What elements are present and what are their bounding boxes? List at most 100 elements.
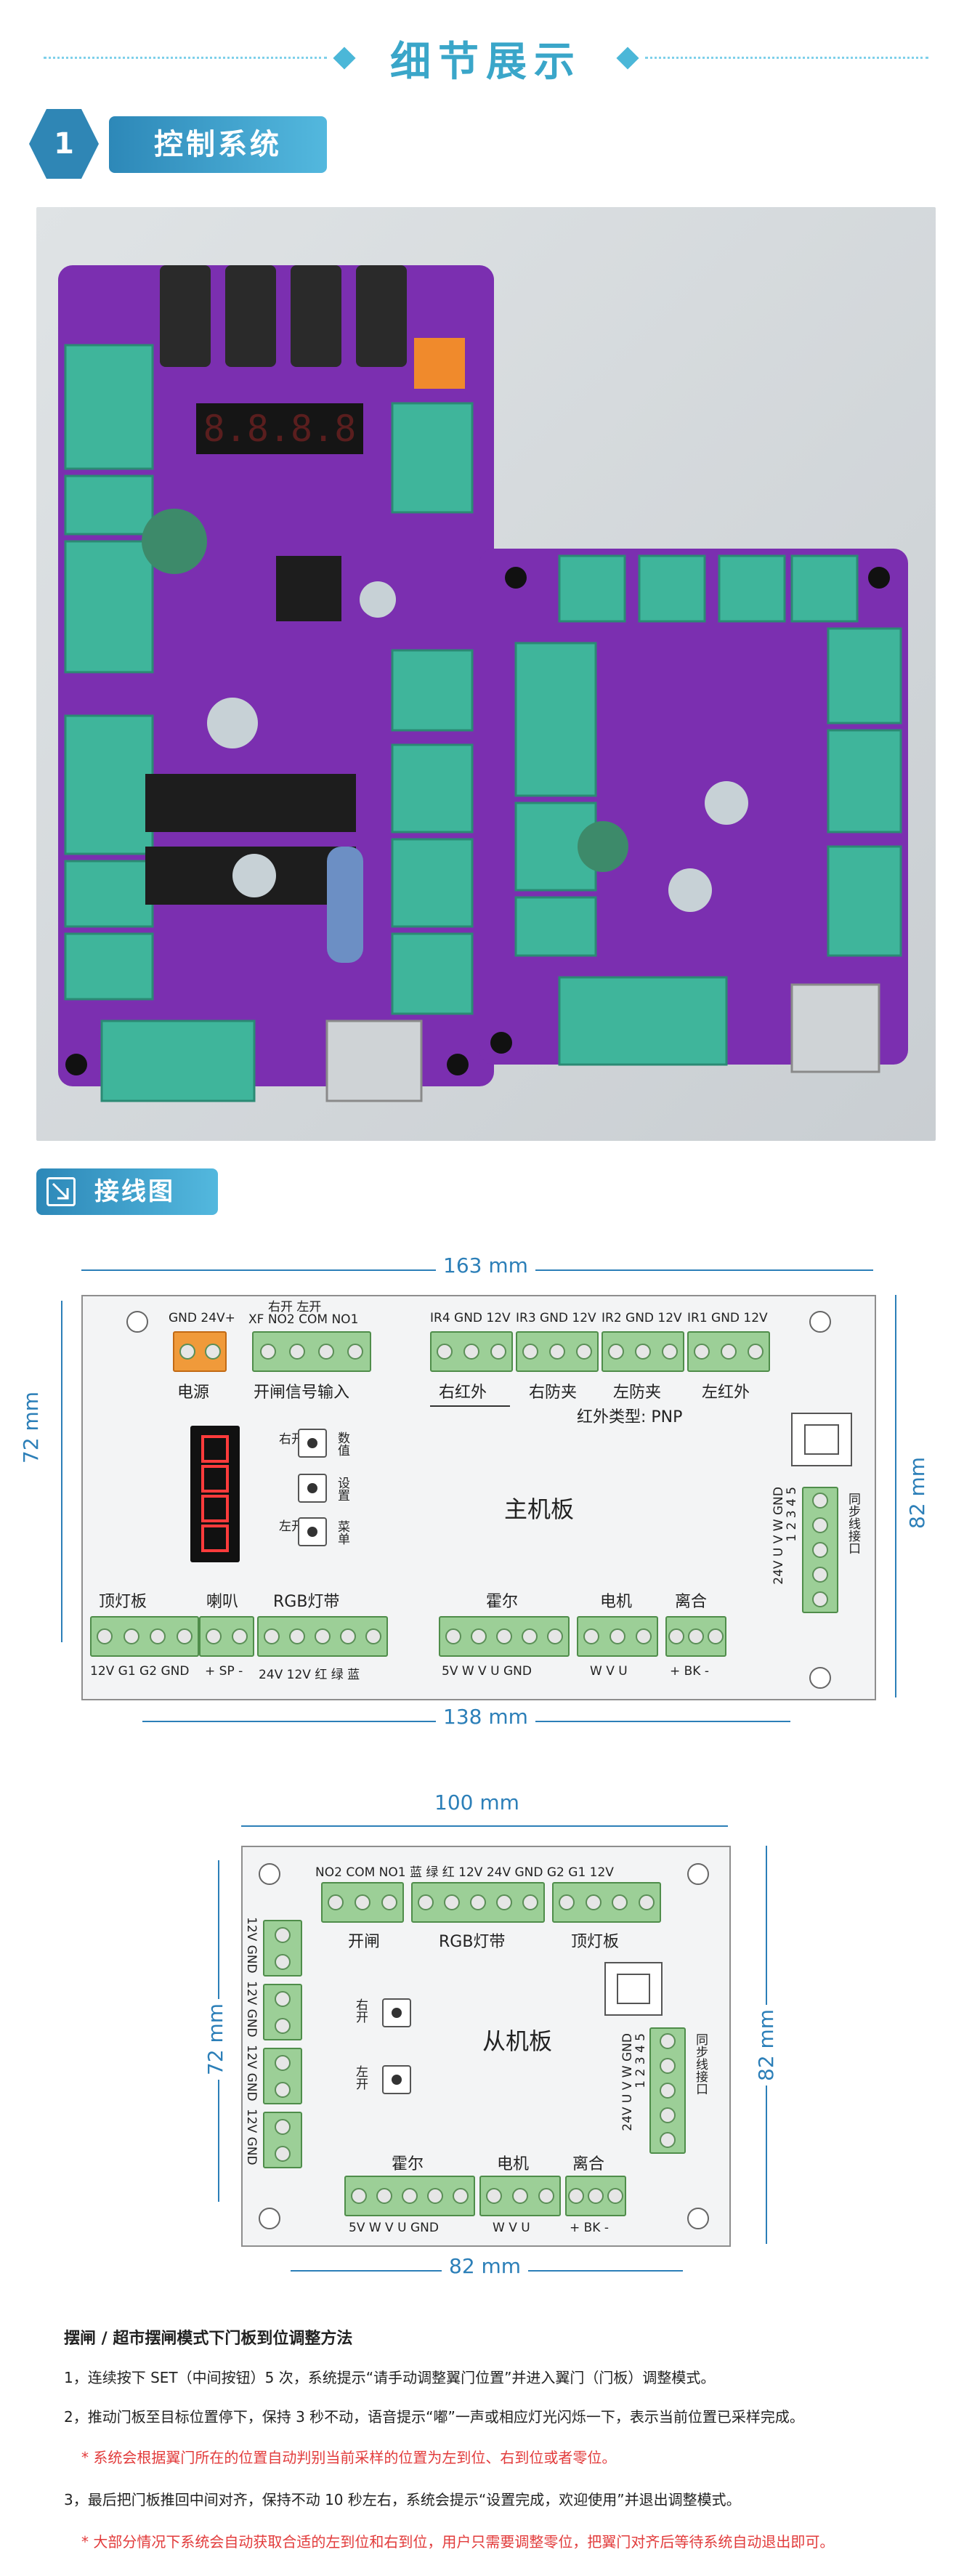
slave-top-pins: NO2 COM NO1 蓝 绿 红 12V 24V GND G2 G1 12V <box>315 1865 614 1880</box>
sync-nums: 1 2 3 4 5 <box>785 1487 799 1542</box>
rj45-port[interactable] <box>791 1413 852 1466</box>
main-dim-right: 82 mm <box>905 1452 929 1533</box>
notes-step2: 2，推动门板至目标位置停下，保持 3 秒不动，语音提示“嘟”一声或相应灯光闪烁一… <box>64 2408 804 2426</box>
section-title-wiring: 接线图 <box>94 1177 175 1206</box>
mount-hole <box>687 1863 709 1885</box>
mount-hole <box>126 1311 148 1333</box>
slave-sync-terminal[interactable] <box>649 2027 686 2154</box>
pins-hall: 5V W V U GND <box>442 1664 532 1679</box>
dim-line-left <box>61 1301 62 1642</box>
power-pins: GND 24V+ <box>169 1311 235 1325</box>
slave-board: NO2 COM NO1 蓝 绿 红 12V 24V GND G2 G1 12V … <box>241 1846 731 2247</box>
ir3-terminal[interactable] <box>516 1331 599 1372</box>
terminal-motor[interactable] <box>577 1616 658 1657</box>
pins-speaker: + SP - <box>205 1664 243 1679</box>
slave-left-terminal[interactable] <box>263 2048 302 2104</box>
btn-side-label: 菜单 <box>335 1520 349 1545</box>
slave-dim-top: 100 mm <box>434 1790 519 1814</box>
ir-pins-2: IR2 GND 12V <box>602 1311 682 1325</box>
btn-top-label: 左开 <box>279 1519 304 1534</box>
terminal-speaker[interactable] <box>199 1616 254 1657</box>
slave-pins-motor: W V U <box>493 2221 530 2235</box>
notes-step1: 1，连续按下 SET（中间按钮）5 次，系统提示“请手动调整翼门位置”并进入翼门… <box>64 2369 716 2386</box>
label-hall: 霍尔 <box>486 1593 519 1611</box>
slave-btn-label-left: 左开 <box>353 2065 368 2090</box>
slave-label-motor: 电机 <box>497 2155 530 2173</box>
signal-terminal[interactable] <box>252 1331 371 1372</box>
section-title-wiring-wrap: 接线图 <box>36 1168 218 1215</box>
label-top-light: 顶灯板 <box>99 1593 147 1611</box>
sync-terminal[interactable] <box>802 1487 838 1613</box>
set-button[interactable] <box>298 1474 327 1503</box>
slave-label-open: 开闸 <box>348 1933 381 1951</box>
pins-rgb-strip: 24V 12V 红 绿 蓝 <box>259 1668 360 1682</box>
slave-left-terminal[interactable] <box>263 1920 302 1977</box>
main-dim-bottom: 138 mm <box>436 1705 535 1729</box>
slave-terminal-top-light[interactable] <box>552 1882 661 1923</box>
ir-bracket <box>430 1405 510 1407</box>
ir1-terminal[interactable] <box>687 1331 770 1372</box>
slave-left-pins: 12V GND <box>244 2045 259 2101</box>
power-terminal[interactable] <box>173 1331 227 1372</box>
mount-hole <box>259 2208 280 2229</box>
slave-left-pins: 12V GND <box>244 1981 259 2038</box>
slave-dim-left: 72 mm <box>203 1998 227 2080</box>
ir2-terminal[interactable] <box>602 1331 684 1372</box>
arrow-down-right-icon <box>46 1177 76 1206</box>
pins-motor: W V U <box>590 1664 628 1679</box>
label-speaker: 喇叭 <box>206 1593 239 1611</box>
mount-hole <box>809 1667 831 1689</box>
notes-note2: * 大部分情况下系统会自动获取合适的左到位和右到位，用户只需要调整零位，把翼门对… <box>81 2533 835 2551</box>
page-title: 细节展示 <box>390 39 582 86</box>
section-number-badge: 1 <box>29 109 99 179</box>
sync-pins: 24V U V W GND <box>771 1487 786 1585</box>
ir4-terminal[interactable] <box>430 1331 513 1372</box>
slave-label-rgb: RGB灯带 <box>439 1933 506 1951</box>
section-title-control: 控制系统 <box>109 116 327 173</box>
ir-label-left-antipinch: 左防夹 <box>613 1384 662 1402</box>
main-board: GND 24V+ 电源 右开 左开 XF NO2 COM NO1 开闸信号输入 … <box>81 1295 876 1700</box>
slave-terminal-open[interactable] <box>321 1882 404 1923</box>
power-label: 电源 <box>177 1384 210 1402</box>
ir-label-right-infrared: 右红外 <box>439 1384 487 1402</box>
btn-side-label: 设置 <box>335 1477 349 1501</box>
terminal-hall[interactable] <box>439 1616 570 1657</box>
slave-terminal-rgb[interactable] <box>411 1882 545 1923</box>
ir-pins-4: IR4 GND 12V <box>430 1311 511 1325</box>
pcb-illustration: 8.8.8.8 <box>58 265 908 1102</box>
slave-label-clutch: 离合 <box>572 2155 605 2173</box>
slave-terminal-motor[interactable] <box>479 2176 561 2216</box>
notes-note1: * 系统会根据翼门所在的位置自动判别当前采样的位置为左到位、右到位或者零位。 <box>81 2449 617 2466</box>
slave-right-open-button[interactable] <box>382 1998 411 2027</box>
slave-dim-bottom: 82 mm <box>442 2254 529 2278</box>
label-rgb-strip: RGB灯带 <box>273 1593 340 1611</box>
value-button[interactable] <box>298 1429 327 1458</box>
mount-hole <box>687 2208 709 2229</box>
mount-hole <box>809 1311 831 1333</box>
mount-hole <box>259 1863 280 1885</box>
slave-left-open-button[interactable] <box>382 2065 411 2094</box>
slave-left-terminal[interactable] <box>263 2112 302 2168</box>
pins-top-light: 12V G1 G2 GND <box>90 1664 190 1679</box>
slave-terminal-hall[interactable] <box>344 2176 475 2216</box>
terminal-top-light[interactable] <box>90 1616 199 1657</box>
slave-terminal-clutch[interactable] <box>565 2176 626 2216</box>
terminal-clutch[interactable] <box>665 1616 726 1657</box>
ir-label-right-antipinch: 右防夹 <box>529 1384 578 1402</box>
slave-rj45-port[interactable] <box>604 1962 663 2016</box>
menu-button[interactable] <box>298 1517 327 1546</box>
slave-left-terminal[interactable] <box>263 1984 302 2040</box>
label-motor: 电机 <box>600 1593 633 1611</box>
pins-clutch: + BK - <box>670 1664 709 1679</box>
slave-dim-line-top <box>241 1825 728 1827</box>
slave-sync-pins: 24V U V W GND <box>620 2033 635 2131</box>
main-dim-top: 163 mm <box>436 1253 535 1277</box>
terminal-rgb-strip[interactable] <box>257 1616 388 1657</box>
slave-pins-hall: 5V W V U GND <box>349 2221 439 2235</box>
slave-left-pins: 12V GND <box>244 1917 259 1974</box>
ir-pins-1: IR1 GND 12V <box>687 1311 768 1325</box>
btn-top-label: 右开 <box>279 1432 304 1447</box>
notes-step3: 3，最后把门板推回中间对齐，保持不动 10 秒左右，系统会提示“设置完成，欢迎使… <box>64 2491 741 2508</box>
btn-side-label: 数值 <box>335 1432 349 1456</box>
slave-pins-clutch: + BK - <box>570 2221 609 2235</box>
